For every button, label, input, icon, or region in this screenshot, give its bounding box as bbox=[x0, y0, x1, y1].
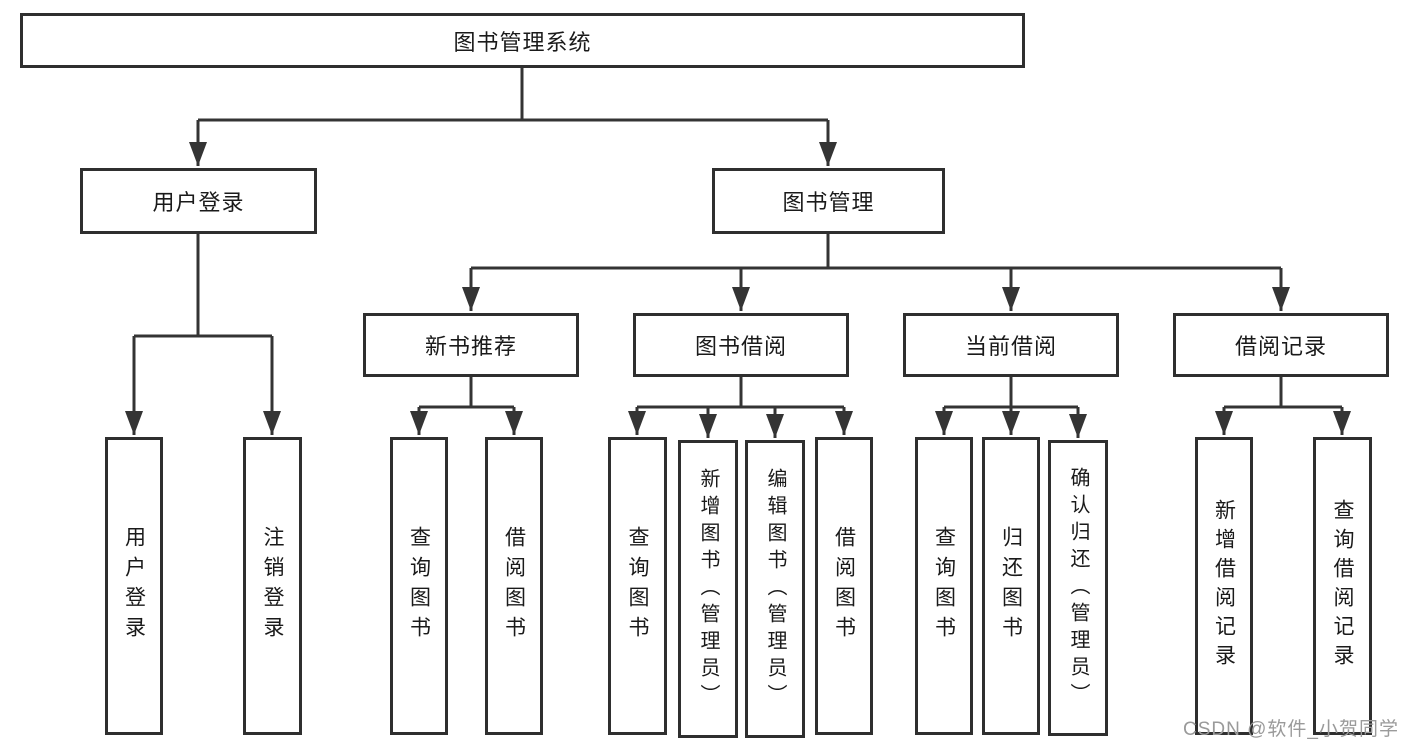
node-current-borrowing: 当前借阅 bbox=[903, 313, 1119, 377]
leaf-borrow-books-1: 借阅图书 bbox=[485, 437, 543, 735]
leaf-query-books-1: 查询图书 bbox=[390, 437, 448, 735]
leaf-logout-label: 注销登录 bbox=[261, 526, 284, 646]
node-borrowing-records: 借阅记录 bbox=[1173, 313, 1389, 377]
leaf-borrow-books-2-label: 借阅图书 bbox=[832, 526, 856, 646]
leaf-edit-books-admin: 编辑图书（管理员） bbox=[745, 440, 805, 738]
leaf-add-borrow-record-label: 新增借阅记录 bbox=[1212, 499, 1236, 673]
leaf-borrow-books-2: 借阅图书 bbox=[815, 437, 873, 735]
watermark: CSDN @软件_小贺同学 bbox=[1183, 719, 1399, 740]
node-new-book-recommend-label: 新书推荐 bbox=[424, 334, 517, 359]
node-library-system: 图书管理系统 bbox=[20, 13, 1025, 68]
leaf-add-books-admin-label: 新增图书（管理员） bbox=[697, 467, 719, 711]
leaf-query-books-3-label: 查询图书 bbox=[932, 526, 956, 646]
leaf-edit-books-admin-label: 编辑图书（管理员） bbox=[764, 467, 786, 711]
leaf-query-books-3: 查询图书 bbox=[915, 437, 973, 735]
node-book-management: 图书管理 bbox=[712, 168, 945, 234]
node-user-login: 用户登录 bbox=[80, 168, 317, 234]
node-new-book-recommend: 新书推荐 bbox=[363, 313, 579, 377]
leaf-add-borrow-record: 新增借阅记录 bbox=[1195, 437, 1253, 735]
leaf-user-login: 用户登录 bbox=[105, 437, 163, 735]
node-book-borrowing: 图书借阅 bbox=[633, 313, 849, 377]
node-book-borrowing-label: 图书借阅 bbox=[694, 334, 787, 359]
leaf-return-books: 归还图书 bbox=[982, 437, 1040, 735]
leaf-return-books-label: 归还图书 bbox=[999, 526, 1023, 646]
node-user-login-label: 用户登录 bbox=[152, 190, 245, 215]
leaf-user-login-label: 用户登录 bbox=[122, 526, 146, 646]
leaf-query-borrow-record: 查询借阅记录 bbox=[1313, 437, 1372, 735]
node-borrowing-records-label: 借阅记录 bbox=[1234, 334, 1327, 359]
leaf-add-books-admin: 新增图书（管理员） bbox=[678, 440, 738, 738]
node-library-system-label: 图书管理系统 bbox=[453, 29, 592, 55]
leaf-borrow-books-1-label: 借阅图书 bbox=[502, 526, 526, 646]
leaf-confirm-return-admin-label: 确认归还（管理员） bbox=[1067, 466, 1089, 710]
leaf-query-books-1-label: 查询图书 bbox=[407, 526, 431, 646]
leaf-query-books-2-label: 查询图书 bbox=[626, 526, 649, 646]
leaf-confirm-return-admin: 确认归还（管理员） bbox=[1048, 440, 1108, 736]
node-book-management-label: 图书管理 bbox=[782, 190, 875, 215]
leaf-logout: 注销登录 bbox=[243, 437, 302, 735]
node-current-borrowing-label: 当前借阅 bbox=[964, 334, 1057, 359]
leaf-query-borrow-record-label: 查询借阅记录 bbox=[1331, 499, 1354, 673]
leaf-query-books-2: 查询图书 bbox=[608, 437, 667, 735]
